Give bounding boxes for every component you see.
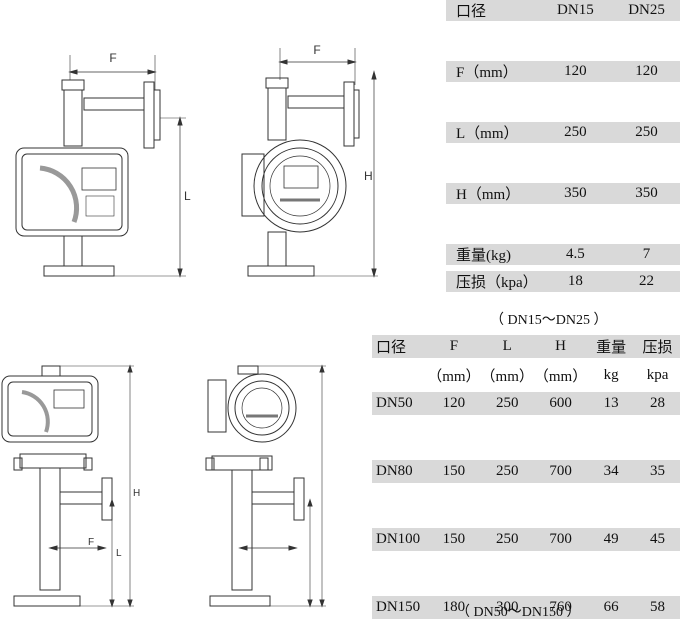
cell-dn15: 120 <box>537 61 614 82</box>
table-row: 重量(kg) 4.5 7 <box>446 244 680 265</box>
header-cell: 重量 <box>587 335 636 358</box>
cell: DN50 <box>372 392 428 415</box>
cell: 150 <box>427 460 481 483</box>
drawing-front-small: F L <box>15 51 191 278</box>
unit-cell: kpa <box>646 366 669 383</box>
cell: 180 <box>427 596 481 619</box>
cell-dn15: 4.5 <box>537 244 614 265</box>
cell: 120 <box>427 392 481 415</box>
unit-cell <box>372 358 427 392</box>
header-cell: L <box>480 335 534 358</box>
header-cell: F <box>427 335 481 358</box>
header-cell: 口径 <box>446 0 538 21</box>
cell: 150 <box>427 528 481 551</box>
dim-l-label-3: L <box>116 548 122 559</box>
cell: 28 <box>635 392 680 415</box>
table-row: DN100 150 250 700 49 45 <box>372 528 680 551</box>
cell: 35 <box>635 460 680 483</box>
unit-cell: （mm） <box>427 368 481 385</box>
dim-h-label-3: H <box>133 488 140 499</box>
dim-l-label: L <box>184 189 191 203</box>
cell: 13 <box>587 392 636 415</box>
drawing-side-large <box>205 364 326 608</box>
spec-table-dn15-dn25: 口径 DN15 DN25 F（mm） 120 120 L（mm） 250 250… <box>446 0 680 292</box>
cell: 66 <box>587 596 636 619</box>
cell: 45 <box>635 528 680 551</box>
row-label: H（mm） <box>446 183 538 204</box>
table-header-row: 口径 DN15 DN25 <box>446 0 680 21</box>
flowmeter-dimension-drawings: F L F <box>1 43 378 608</box>
dim-f-label-3: F <box>88 537 94 548</box>
cell: 250 <box>480 528 534 551</box>
row-label: 重量(kg) <box>446 244 538 265</box>
row-label: L（mm） <box>446 122 538 143</box>
cell: DN80 <box>372 460 428 483</box>
cell-dn25: 22 <box>613 271 680 292</box>
header-cell: DN25 <box>613 0 680 21</box>
drawing-side-small: F H <box>241 43 378 278</box>
cell: 250 <box>480 392 534 415</box>
cell: 250 <box>480 460 534 483</box>
cell: DN150 <box>372 596 428 619</box>
cell: 760 <box>533 596 588 619</box>
row-label: 压损（kpa） <box>446 271 538 292</box>
cell: 49 <box>587 528 636 551</box>
cell: 700 <box>533 460 588 483</box>
header-cell: DN15 <box>537 0 614 21</box>
cell: DN100 <box>372 528 428 551</box>
cell-dn15: 18 <box>537 271 614 292</box>
unit-cell: kg <box>603 366 619 383</box>
table-caption-large: （ DN50～DN150 ） <box>456 605 581 620</box>
table-row: DN80 150 250 700 34 35 <box>372 460 680 483</box>
cell-dn15: 350 <box>537 183 614 204</box>
drawing-front-large: F L H <box>1 364 140 608</box>
units-row: （mm） （mm） （mm） kg kpa <box>372 358 680 392</box>
unit-cell: （mm） <box>533 368 588 385</box>
header-cell: 口径 <box>372 335 428 358</box>
dim-f-label-2: F <box>313 43 320 57</box>
cell: 58 <box>635 596 680 619</box>
table-row: DN50 120 250 600 13 28 <box>372 392 680 415</box>
cell-dn15: 250 <box>537 122 614 143</box>
row-label: F（mm） <box>446 61 538 82</box>
cell: 34 <box>587 460 636 483</box>
header-cell: H <box>533 335 588 358</box>
dim-h-label-small: H <box>364 169 373 183</box>
unit-cell: （mm） <box>480 368 534 385</box>
table-row: 压损（kpa） 18 22 <box>446 271 680 292</box>
cell-dn25: 7 <box>613 244 680 265</box>
table-row: H（mm） 350 350 <box>446 183 680 204</box>
table-row: L（mm） 250 250 <box>446 122 680 143</box>
table-caption-small: （ DN15～DN25 ） <box>490 313 608 328</box>
cell: 600 <box>533 392 588 415</box>
table-row: F（mm） 120 120 <box>446 61 680 82</box>
cell-dn25: 120 <box>613 61 680 82</box>
spec-table-dn50-dn150: 口径 F L H 重量 压损 （mm） （mm） （mm） kg kpa DN5… <box>372 335 680 619</box>
cell: 300 <box>480 596 534 619</box>
table-row: DN150 180 300 760 66 58 <box>372 596 680 619</box>
cell: 700 <box>533 528 588 551</box>
header-cell: 压损 <box>635 335 680 358</box>
cell-dn25: 350 <box>613 183 680 204</box>
table-header-row: 口径 F L H 重量 压损 <box>372 335 680 358</box>
cell-dn25: 250 <box>613 122 680 143</box>
dim-f-label: F <box>109 51 116 65</box>
